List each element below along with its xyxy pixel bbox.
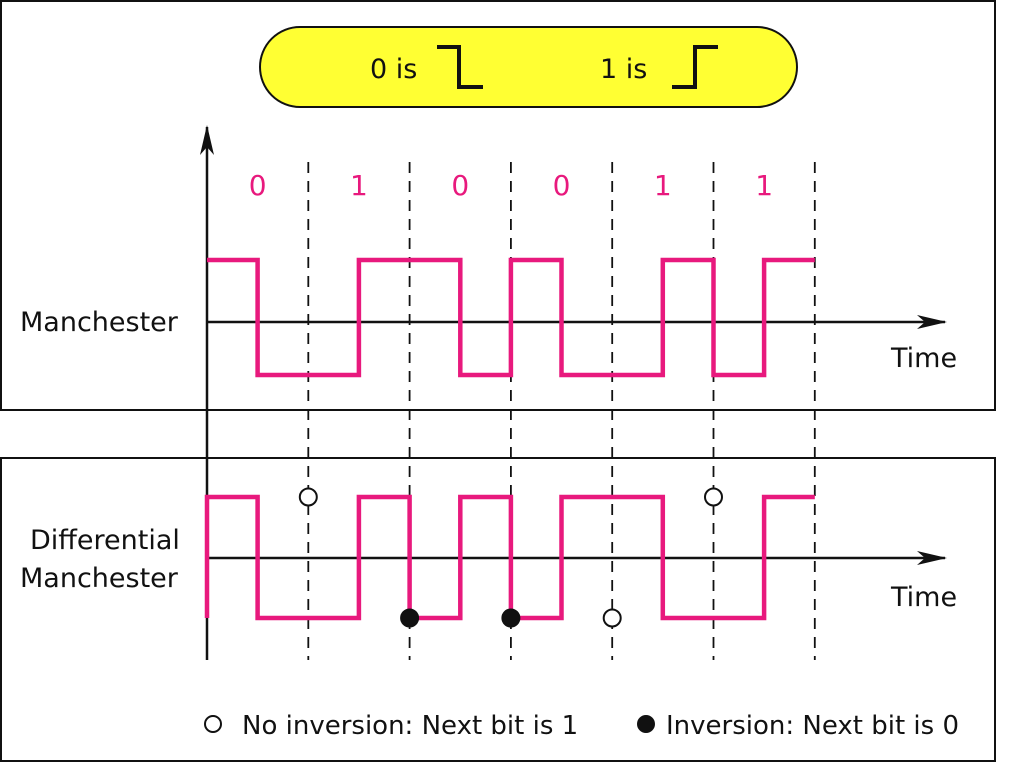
bit-label: 1 — [350, 169, 368, 202]
manchester-signal — [207, 257, 815, 378]
transition-markers — [298, 487, 723, 628]
differential-time-label: Time — [890, 582, 957, 613]
bit-labels: 0 1 0 0 1 1 — [249, 169, 773, 202]
inversion-marker — [501, 608, 521, 628]
no-inversion-marker — [602, 608, 622, 628]
encoding-rule-pill — [259, 26, 798, 108]
manchester-label: Manchester — [20, 307, 179, 338]
no-inversion-legend-icon — [204, 715, 222, 733]
inversion-marker — [400, 608, 420, 628]
encoding-rule-legend: 0 is 1 is — [259, 26, 798, 108]
bit-label: 0 — [249, 169, 267, 202]
inversion-legend-text: Inversion: Next bit is 0 — [666, 711, 959, 741]
marker-legend: No inversion: Next bit is 1 Inversion: N… — [204, 711, 959, 741]
inversion-legend-icon — [637, 715, 655, 733]
bit-label: 1 — [654, 169, 672, 202]
low-to-high-transition-icon — [672, 45, 718, 89]
manchester-panel — [0, 0, 996, 411]
high-to-low-transition-icon — [437, 45, 483, 89]
differential-label-line2: Manchester — [20, 563, 179, 594]
bit-label: 1 — [755, 169, 773, 202]
no-inversion-marker — [298, 487, 318, 507]
no-inversion-legend-text: No inversion: Next bit is 1 — [242, 711, 578, 741]
one-rule-label: 1 is — [600, 54, 647, 85]
differential-label-line1: Differential — [30, 525, 180, 556]
bit-label: 0 — [553, 169, 571, 202]
differential-manchester-signal — [204, 494, 815, 621]
bit-label: 0 — [451, 169, 469, 202]
zero-rule-label: 0 is — [370, 54, 417, 85]
differential-panel — [0, 457, 996, 762]
manchester-time-label: Time — [890, 343, 957, 374]
no-inversion-marker — [704, 487, 723, 507]
bit-boundary-lines — [307, 162, 816, 660]
